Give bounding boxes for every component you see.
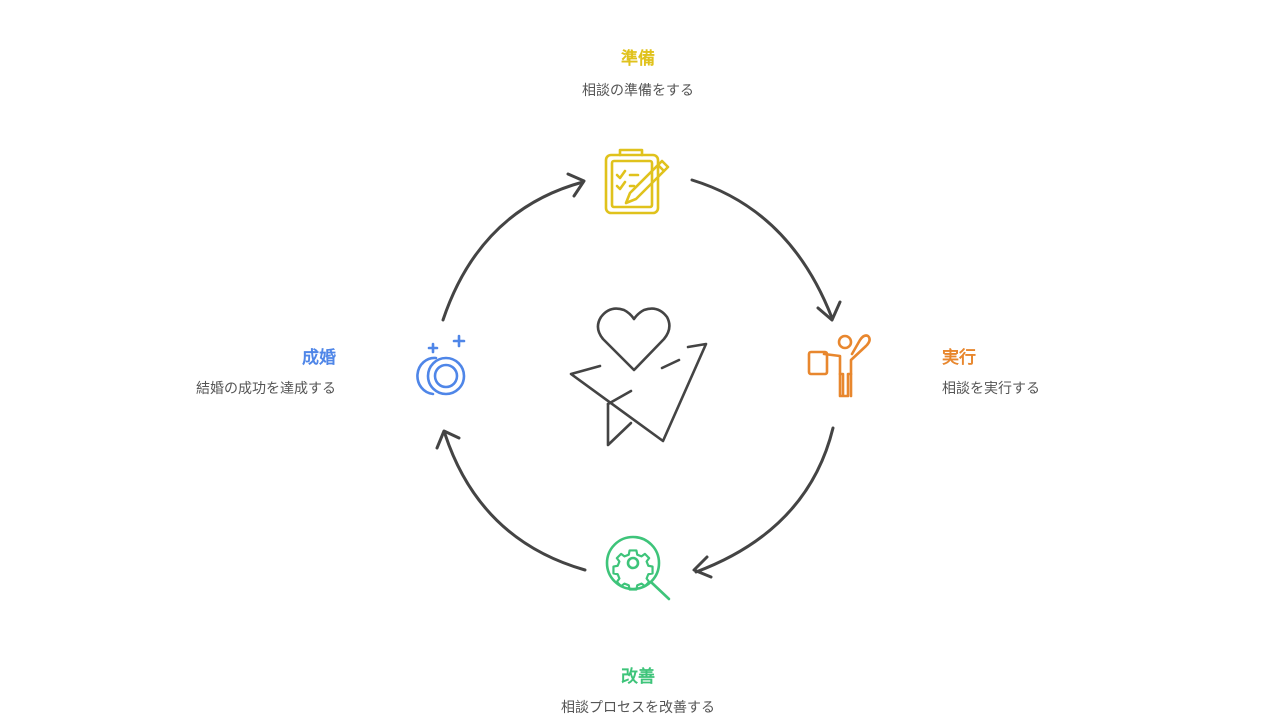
step-title-prepare: 準備 [621, 49, 655, 69]
arrow-marriage-to-prepare [441, 172, 586, 322]
step-description-improve: 相談プロセスを改善する [561, 700, 715, 716]
wedding-rings-icon [416, 334, 466, 396]
person-presenting-icon [807, 334, 871, 398]
arrow-prepare-to-execute [690, 178, 842, 322]
arrow-execute-to-improve [692, 426, 835, 579]
step-description-execute: 相談を実行する [942, 381, 1040, 397]
arrow-improve-to-marriage [435, 429, 587, 572]
step-title-improve: 改善 [621, 667, 655, 687]
clipboard-pencil-icon [604, 148, 670, 215]
step-description-prepare: 相談の準備をする [582, 83, 694, 99]
heart-paper-plane-icon [569, 307, 708, 447]
step-title-execute: 実行 [942, 348, 976, 368]
step-description-marriage: 結婚の成功を達成する [196, 381, 336, 397]
step-title-marriage: 成婚 [302, 348, 336, 368]
gear-magnifier-icon [605, 535, 671, 601]
